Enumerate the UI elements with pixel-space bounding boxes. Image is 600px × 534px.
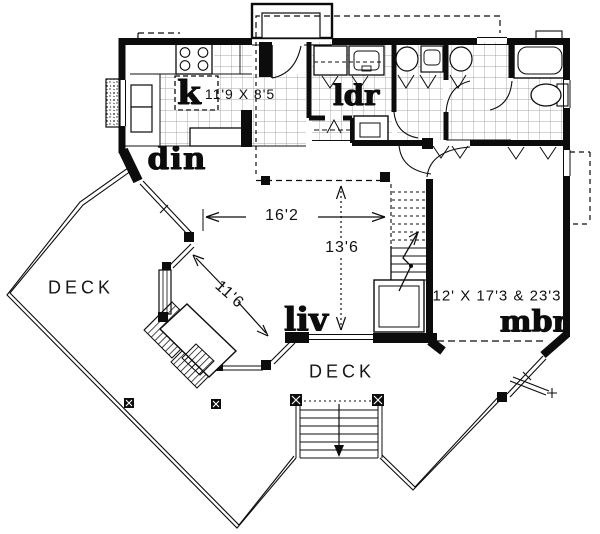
laundry-closet xyxy=(353,115,389,143)
kitchen-island xyxy=(174,75,219,111)
deck-edges xyxy=(6,167,557,529)
overhang-dashed-lines xyxy=(137,15,591,342)
interior-stairs xyxy=(373,184,426,333)
deck-bottom-label: DECK xyxy=(308,361,376,382)
toilet-2 xyxy=(530,83,562,107)
dim-16-2: 16'2 xyxy=(265,207,299,224)
mbr-corner-window xyxy=(506,355,547,398)
kitchen-label: k xyxy=(177,73,201,113)
kitchen-fixtures xyxy=(130,43,243,147)
laundry-fixtures xyxy=(313,45,389,143)
planter xyxy=(105,78,121,128)
vanity-sink xyxy=(420,45,444,73)
bath-sink xyxy=(449,46,473,72)
kitchen-dims: 11'9 X 8'5 xyxy=(204,86,276,102)
washer xyxy=(313,45,348,76)
dimension-lines xyxy=(192,185,386,337)
dim-13-6: 13'6 xyxy=(325,239,359,256)
bifold-door-marks xyxy=(321,75,369,89)
deck-stairs xyxy=(290,394,384,459)
toilet xyxy=(395,46,419,72)
walls xyxy=(118,37,571,359)
entry-porch xyxy=(250,2,334,40)
bathroom-fixtures xyxy=(395,30,569,107)
deck-bench xyxy=(509,376,550,396)
stair-direction-arrow xyxy=(398,231,419,292)
deck-posts xyxy=(124,398,221,409)
living-label: liv xyxy=(283,299,329,339)
liv-slider xyxy=(308,333,373,341)
master-bedroom-dims: 12' X 17'3 & 23'3 xyxy=(432,287,562,305)
mbr-door-arc xyxy=(426,146,471,178)
master-bedroom-label: mbr xyxy=(499,304,569,340)
laundry-label: ldr xyxy=(332,78,380,112)
dim-11-6-line xyxy=(195,257,267,334)
dining-label: din xyxy=(147,141,207,177)
fireplace xyxy=(143,301,238,389)
deck-left-label: DECK xyxy=(47,277,115,298)
door-swings xyxy=(271,45,557,178)
front-door-arc xyxy=(271,45,302,79)
